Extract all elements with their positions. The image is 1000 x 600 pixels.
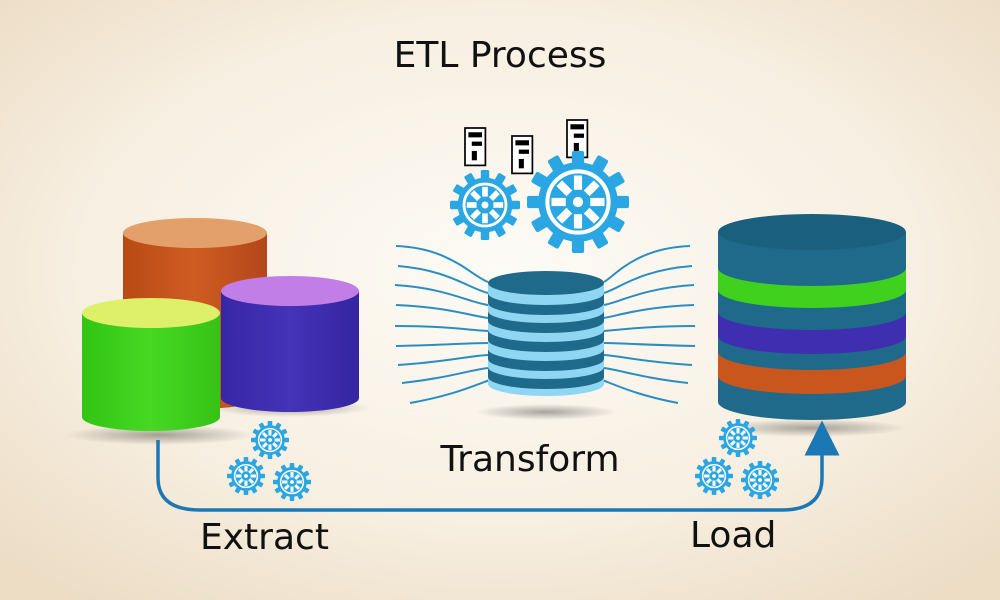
page-title: ETL Process (393, 35, 607, 76)
arrow-icon (156, 420, 840, 512)
extract-label: Extract (200, 517, 329, 558)
source-databases (65, 218, 370, 445)
warehouse-database-icon (717, 214, 907, 437)
server-icon (511, 135, 534, 175)
load-label: Load (690, 515, 777, 556)
transform-label: Transform (440, 439, 620, 480)
transform-database-icon (476, 271, 616, 420)
purple-database-icon (221, 276, 359, 412)
server-icon (464, 127, 487, 167)
green-database-icon (82, 298, 220, 431)
transform-flow-lines (394, 245, 696, 404)
